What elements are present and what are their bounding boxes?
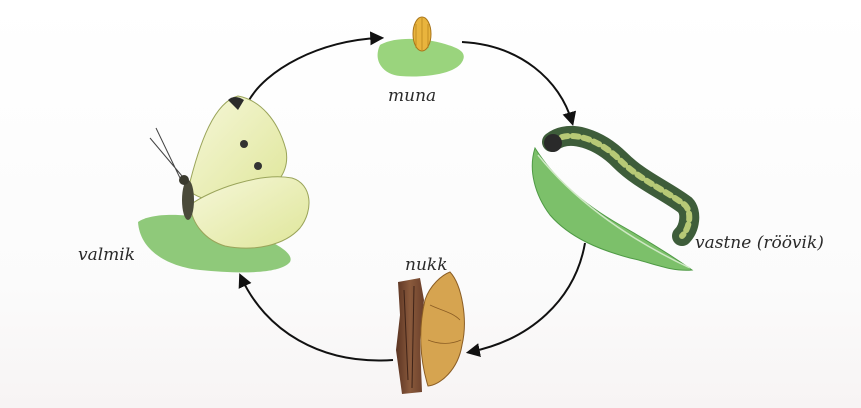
label-pupa: nukk (405, 255, 448, 275)
pupa-illustration (396, 272, 464, 394)
arrow-egg-to-larva (462, 42, 572, 122)
arrow-adult-to-egg (248, 38, 380, 102)
larva-leaf (532, 148, 692, 270)
bark (396, 278, 424, 394)
arrow-larva-to-pupa (470, 243, 585, 352)
pupa-icon (421, 272, 465, 386)
adult-illustration (138, 96, 309, 272)
arrow-pupa-to-adult (241, 277, 393, 360)
label-larva: vastne (röövik) (695, 233, 824, 253)
label-adult: valmik (78, 245, 135, 265)
egg-illustration (378, 17, 464, 76)
larva-illustration (532, 134, 692, 270)
label-egg: muna (388, 86, 436, 106)
